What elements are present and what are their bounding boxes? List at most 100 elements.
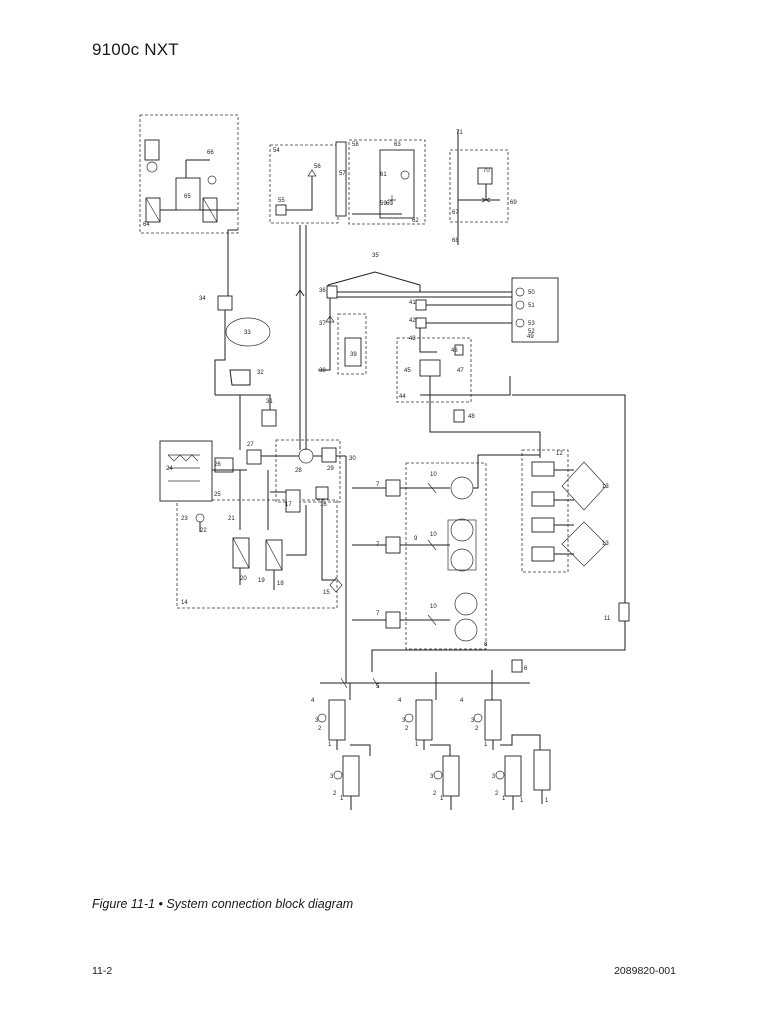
module-enclosure-39 — [337, 313, 367, 375]
page-number: 11-2 — [92, 965, 113, 977]
svg-text:33: 33 — [244, 330, 251, 336]
svg-text:3: 3 — [315, 718, 319, 724]
svg-text:10: 10 — [430, 604, 437, 610]
svg-text:58: 58 — [352, 142, 359, 148]
svg-text:25: 25 — [214, 492, 221, 498]
svg-text:53: 53 — [528, 321, 535, 327]
svg-text:7: 7 — [376, 611, 380, 617]
svg-text:4: 4 — [311, 698, 315, 704]
svg-text:34: 34 — [199, 296, 206, 302]
svg-text:1: 1 — [484, 742, 488, 748]
svg-text:50: 50 — [528, 290, 535, 296]
svg-text:59: 59 — [380, 201, 387, 207]
svg-text:36: 36 — [319, 288, 326, 294]
svg-text:14: 14 — [181, 600, 188, 606]
svg-text:3: 3 — [471, 718, 475, 724]
svg-text:64: 64 — [143, 222, 150, 228]
svg-text:62: 62 — [412, 218, 419, 224]
svg-text:31: 31 — [266, 399, 273, 405]
svg-text:1: 1 — [520, 798, 524, 804]
svg-text:1: 1 — [502, 796, 506, 802]
svg-text:49: 49 — [527, 334, 534, 340]
svg-text:60: 60 — [386, 201, 393, 207]
svg-text:67: 67 — [452, 210, 459, 216]
svg-text:26: 26 — [214, 462, 221, 468]
svg-text:1: 1 — [440, 796, 444, 802]
svg-text:13: 13 — [602, 541, 609, 547]
svg-text:57: 57 — [339, 171, 346, 177]
svg-text:68: 68 — [452, 238, 459, 244]
module-enclosure-58 — [348, 139, 426, 225]
module-enclosure-64 — [139, 114, 239, 234]
svg-text:2: 2 — [475, 726, 479, 732]
module-box-49 — [511, 277, 559, 343]
svg-text:61: 61 — [380, 172, 387, 178]
svg-text:1: 1 — [415, 742, 419, 748]
svg-text:8: 8 — [484, 642, 488, 648]
svg-text:41: 41 — [409, 300, 416, 306]
svg-text:21: 21 — [228, 516, 235, 522]
svg-text:17: 17 — [285, 502, 292, 508]
svg-text:52: 52 — [528, 329, 535, 335]
svg-text:10: 10 — [430, 532, 437, 538]
svg-text:51: 51 — [528, 303, 535, 309]
svg-text:28: 28 — [295, 468, 302, 474]
svg-text:24: 24 — [166, 466, 173, 472]
svg-text:54: 54 — [273, 148, 280, 154]
svg-text:70: 70 — [483, 168, 490, 174]
svg-text:3: 3 — [492, 774, 496, 780]
svg-text:12: 12 — [556, 451, 563, 457]
svg-text:6: 6 — [524, 666, 528, 672]
svg-text:5: 5 — [376, 684, 380, 690]
svg-text:38: 38 — [319, 368, 326, 374]
module-enclosure-12 — [521, 449, 569, 573]
svg-text:3: 3 — [402, 718, 406, 724]
svg-text:44: 44 — [399, 394, 406, 400]
svg-text:56: 56 — [314, 164, 321, 170]
svg-text:65: 65 — [184, 194, 191, 200]
svg-text:9: 9 — [414, 536, 418, 542]
svg-text:37: 37 — [319, 321, 326, 327]
svg-text:39: 39 — [350, 352, 357, 358]
figure-caption: Figure 11-1 • System connection block di… — [92, 897, 354, 911]
svg-text:55: 55 — [278, 198, 285, 204]
module-enclosure-14 — [176, 499, 338, 609]
svg-text:16: 16 — [320, 502, 327, 508]
svg-text:46: 46 — [451, 348, 458, 354]
document-number: 2089820-001 — [614, 965, 676, 977]
svg-text:2: 2 — [333, 791, 337, 797]
svg-text:66: 66 — [207, 150, 214, 156]
svg-text:48: 48 — [468, 414, 475, 420]
svg-text:27: 27 — [247, 442, 254, 448]
svg-text:20: 20 — [240, 576, 247, 582]
svg-text:47: 47 — [457, 368, 464, 374]
svg-text:13: 13 — [602, 484, 609, 490]
module-enclosure-8 — [405, 462, 487, 650]
svg-text:2: 2 — [405, 726, 409, 732]
svg-text:2: 2 — [318, 726, 322, 732]
svg-text:11: 11 — [604, 616, 611, 622]
svg-text:4: 4 — [398, 698, 402, 704]
svg-text:32: 32 — [257, 370, 264, 376]
svg-text:1: 1 — [340, 796, 344, 802]
svg-text:22: 22 — [200, 528, 207, 534]
svg-text:3: 3 — [430, 774, 434, 780]
svg-text:63: 63 — [394, 142, 401, 148]
svg-text:10: 10 — [430, 472, 437, 478]
svg-text:15: 15 — [323, 590, 330, 596]
svg-text:23: 23 — [181, 516, 188, 522]
svg-text:45: 45 — [404, 368, 411, 374]
svg-text:18: 18 — [277, 581, 284, 587]
svg-text:1: 1 — [328, 742, 332, 748]
svg-text:1: 1 — [545, 798, 549, 804]
module-enclosure-67 — [449, 149, 509, 223]
svg-text:4: 4 — [460, 698, 464, 704]
svg-text:29: 29 — [327, 466, 334, 472]
page-header-title: 9100c NXT — [92, 40, 179, 59]
module-enclosure-44 — [396, 337, 472, 403]
module-enclosure-28 — [275, 439, 341, 503]
svg-text:7: 7 — [376, 482, 380, 488]
